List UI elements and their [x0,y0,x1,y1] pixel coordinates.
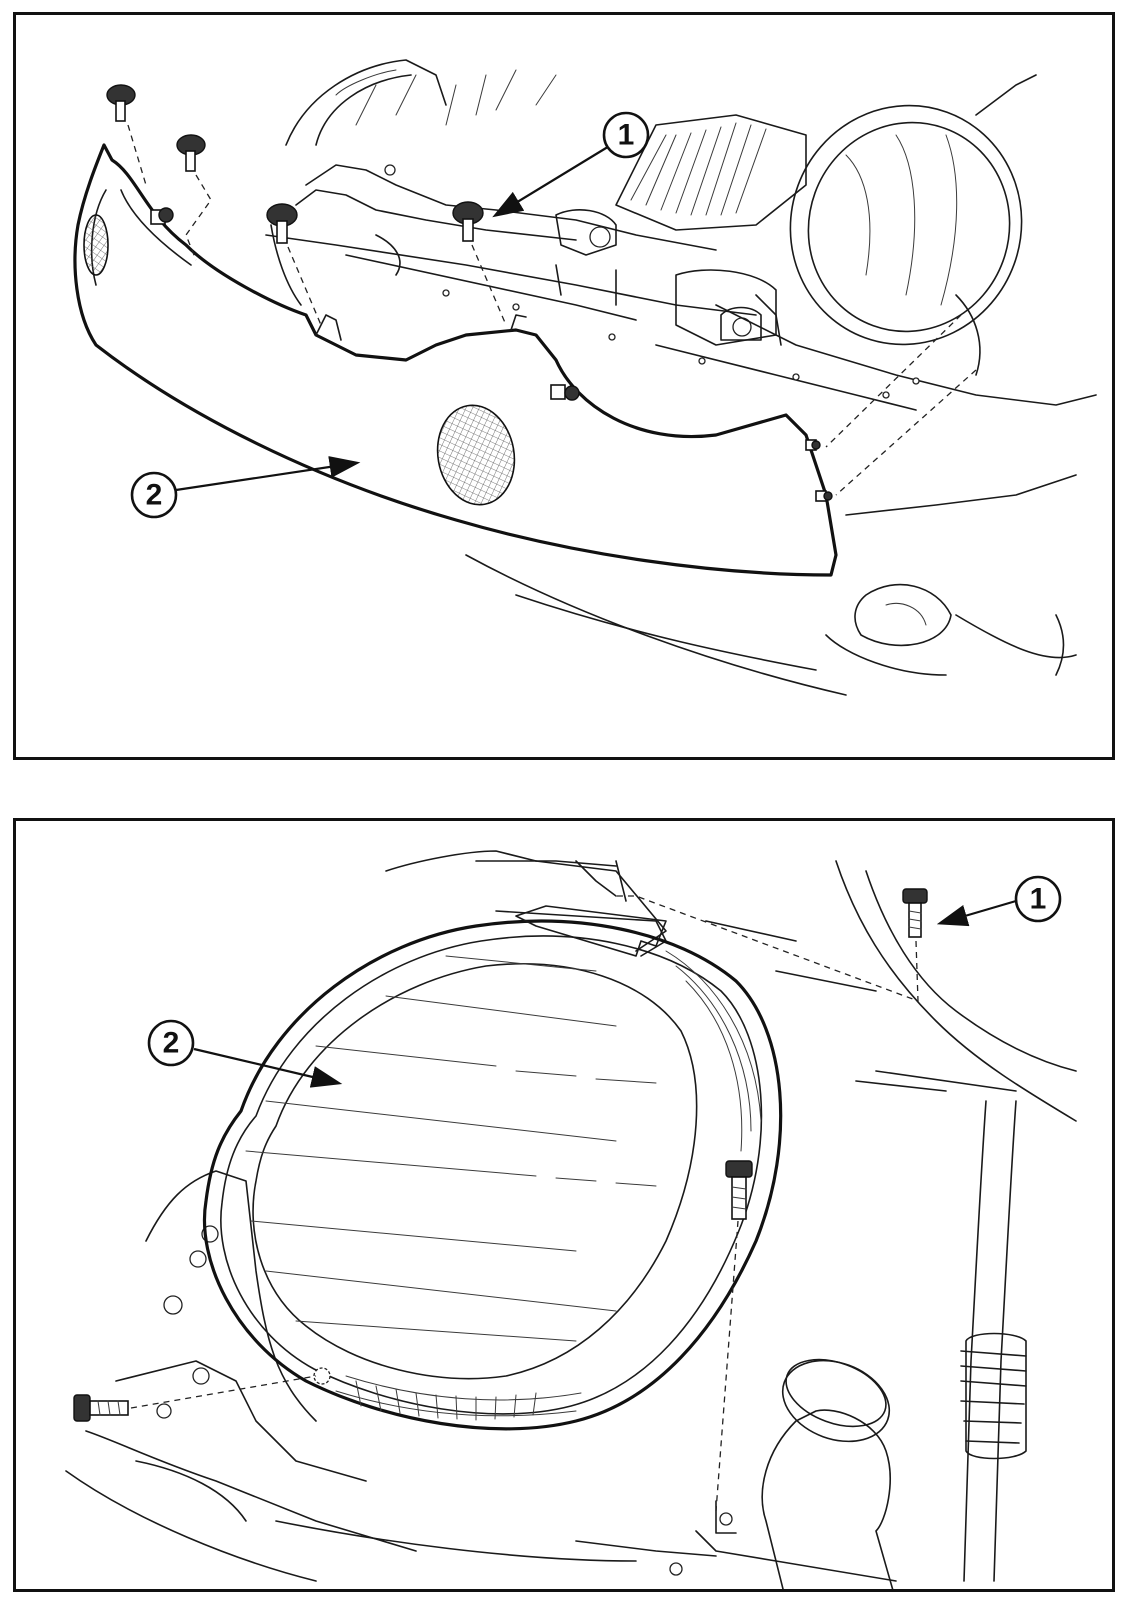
figure-top-bezel-removal: 1 2 [13,12,1115,760]
headlamp-bezel [73,143,838,577]
callout-2-top: 2 [130,456,361,519]
body-structure [65,850,1077,1589]
callout-2-bottom: 2 [147,1019,343,1088]
engine-bay-structure [265,59,1097,696]
bezel-stud [150,207,833,502]
screw [176,134,206,172]
callout-label: 1 [618,119,635,152]
bolt [902,888,928,938]
callout-1-bottom: 1 [936,875,1062,927]
callout-label: 2 [163,1027,180,1060]
bolt [725,1160,753,1220]
screw [266,203,298,244]
headlamp-removal-illustration: 1 2 [65,850,1077,1589]
mounting-bolts [73,888,928,1512]
callout-1-top: 1 [492,111,650,218]
fastener-screws [106,84,977,496]
bolt [73,1394,129,1422]
callout-label: 2 [146,479,163,512]
headlamp-assembly [202,905,783,1431]
bezel-removal-illustration: 1 2 [73,59,1097,696]
figure-bottom-headlamp-removal: 1 2 [13,818,1115,1592]
callout-label: 1 [1030,883,1047,916]
screw [452,201,484,242]
screw [106,84,136,122]
